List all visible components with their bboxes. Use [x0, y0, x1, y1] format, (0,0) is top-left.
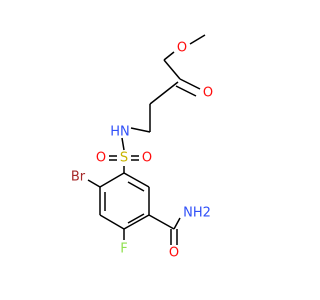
- ring-bond-c3-c4: [99, 214, 125, 230]
- atom-o-ester-single: O: [177, 41, 187, 56]
- atom-nh-sulfonamide: HN: [110, 125, 130, 140]
- bond-br-ring: [87, 179, 101, 188]
- ring-inner-2: [127, 213, 145, 224]
- ring-bond-c6-c1: [123, 172, 150, 188]
- bond-carbonyl-c: [163, 59, 181, 80]
- atom-s-sulfonyl: S: [120, 151, 128, 166]
- bond-nh-s: [121, 137, 125, 151]
- ring-bond-c4-c5: [123, 214, 150, 230]
- atom-br: Br: [71, 170, 86, 185]
- bond-ch2-carbonyl: [149, 81, 179, 105]
- atom-o-sulfonyl-right: O: [142, 151, 152, 166]
- atom-o-ester-double: O: [203, 86, 213, 101]
- ring-inner-3: [127, 181, 145, 192]
- bond-methyl-oester: [189, 34, 206, 45]
- atom-o-amide: O: [169, 246, 179, 261]
- atom-o-sulfonyl-left: O: [96, 151, 106, 166]
- bond-amide-ring: [148, 214, 175, 230]
- atom-label-layer: O O HN S O O Br NH2 O F: [71, 41, 213, 261]
- atom-f: F: [120, 242, 127, 257]
- bond-carbonyl-double-1: [179, 78, 201, 90]
- bond-amide-nh2: [173, 217, 181, 230]
- atom-nh2-amide: NH2: [183, 206, 211, 221]
- bond-oester-carbonyl: [163, 51, 175, 61]
- molecule-structure-diagram: O O HN S O O Br NH2 O F: [71, 34, 213, 261]
- bond-carbonyl-double-2: [175, 85, 197, 97]
- bond-layer: [87, 34, 206, 245]
- ring-bond-c1-c2: [99, 172, 125, 188]
- bond-ch2-nh: [130, 127, 151, 133]
